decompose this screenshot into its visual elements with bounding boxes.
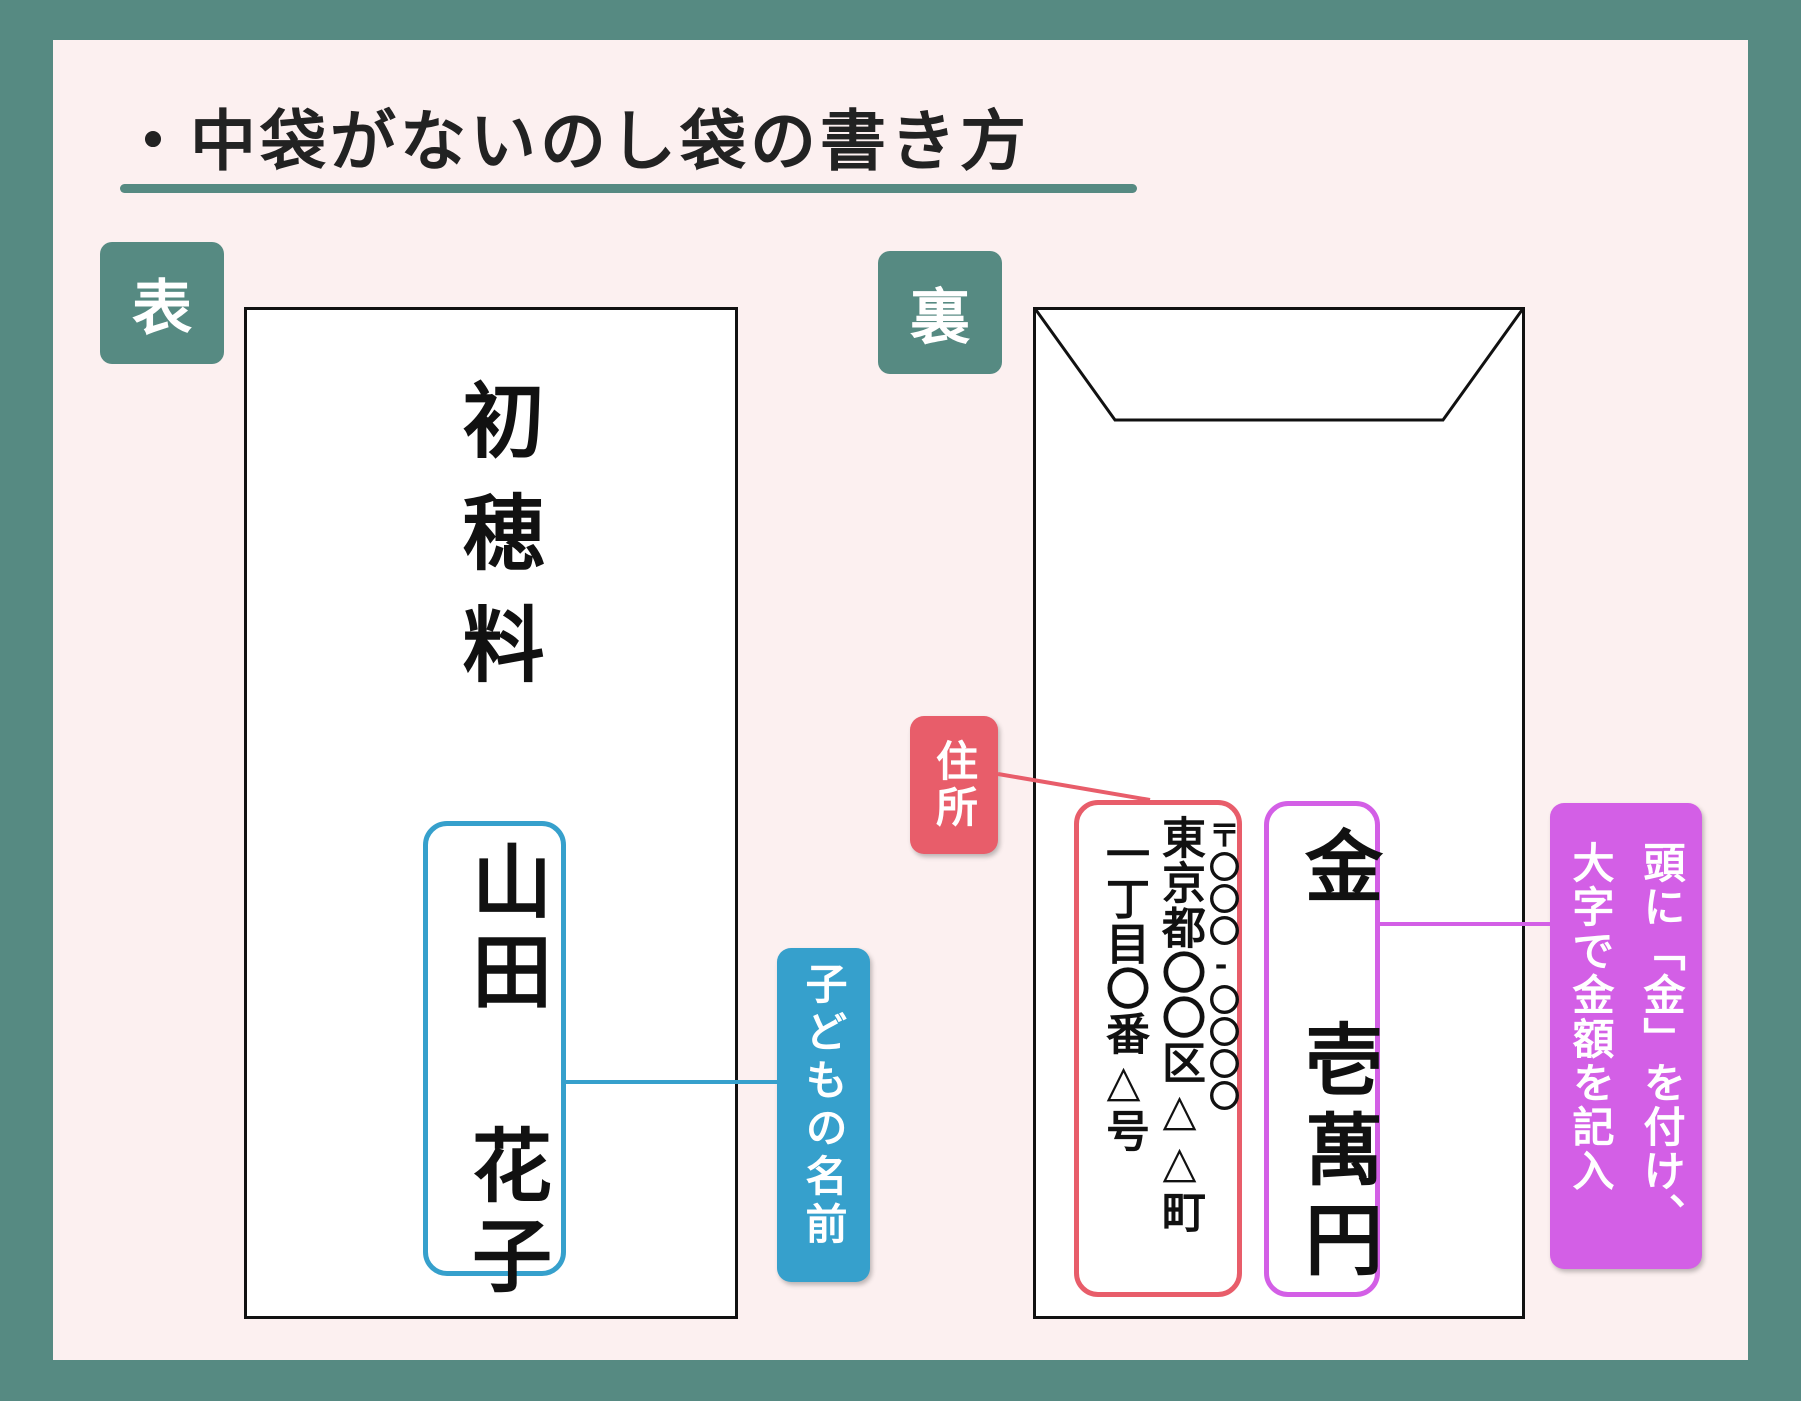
address-block: 一丁目〇番△号 <box>1098 831 1149 1153</box>
amount-callout-line1: 頭に「金」を付け、 <box>1637 841 1686 1237</box>
front-envelope: 初穂料 <box>244 307 738 1319</box>
address-callout-text: 住所 <box>929 739 979 831</box>
amount-text: 金 壱萬円 <box>1292 826 1383 1289</box>
address-postal-code: 〒〇〇〇-〇〇〇〇 <box>1203 819 1239 1112</box>
name-highlight-box: 山田 花子 <box>423 821 566 1304</box>
name-callout-text: 子どもの名前 <box>799 962 848 1250</box>
purpose-text: 初穂料 <box>448 378 544 714</box>
title-underline <box>120 184 1137 193</box>
front-badge: 表 <box>100 242 224 364</box>
address-callout: 住所 <box>910 716 998 854</box>
name-text: 山田 花子 <box>459 840 553 1304</box>
address-city: 東京都〇〇区△△町 <box>1154 815 1205 1234</box>
envelope-flap <box>1034 309 1524 422</box>
amount-callout-line2: 大字で金額を記入 <box>1566 841 1615 1193</box>
back-badge: 裏 <box>878 251 1002 374</box>
page-title: ・中袋がないのし袋の書き方 <box>120 103 1030 180</box>
amount-highlight-box: 金 壱萬円 <box>1264 801 1383 1297</box>
name-callout: 子どもの名前 <box>777 948 870 1282</box>
address-leader-line <box>997 772 1151 802</box>
address-highlight-box: 〒〇〇〇-〇〇〇〇 東京都〇〇区△△町 一丁目〇番△号 <box>1074 800 1242 1297</box>
amount-callout: 頭に「金」を付け、 大字で金額を記入 <box>1550 803 1702 1269</box>
